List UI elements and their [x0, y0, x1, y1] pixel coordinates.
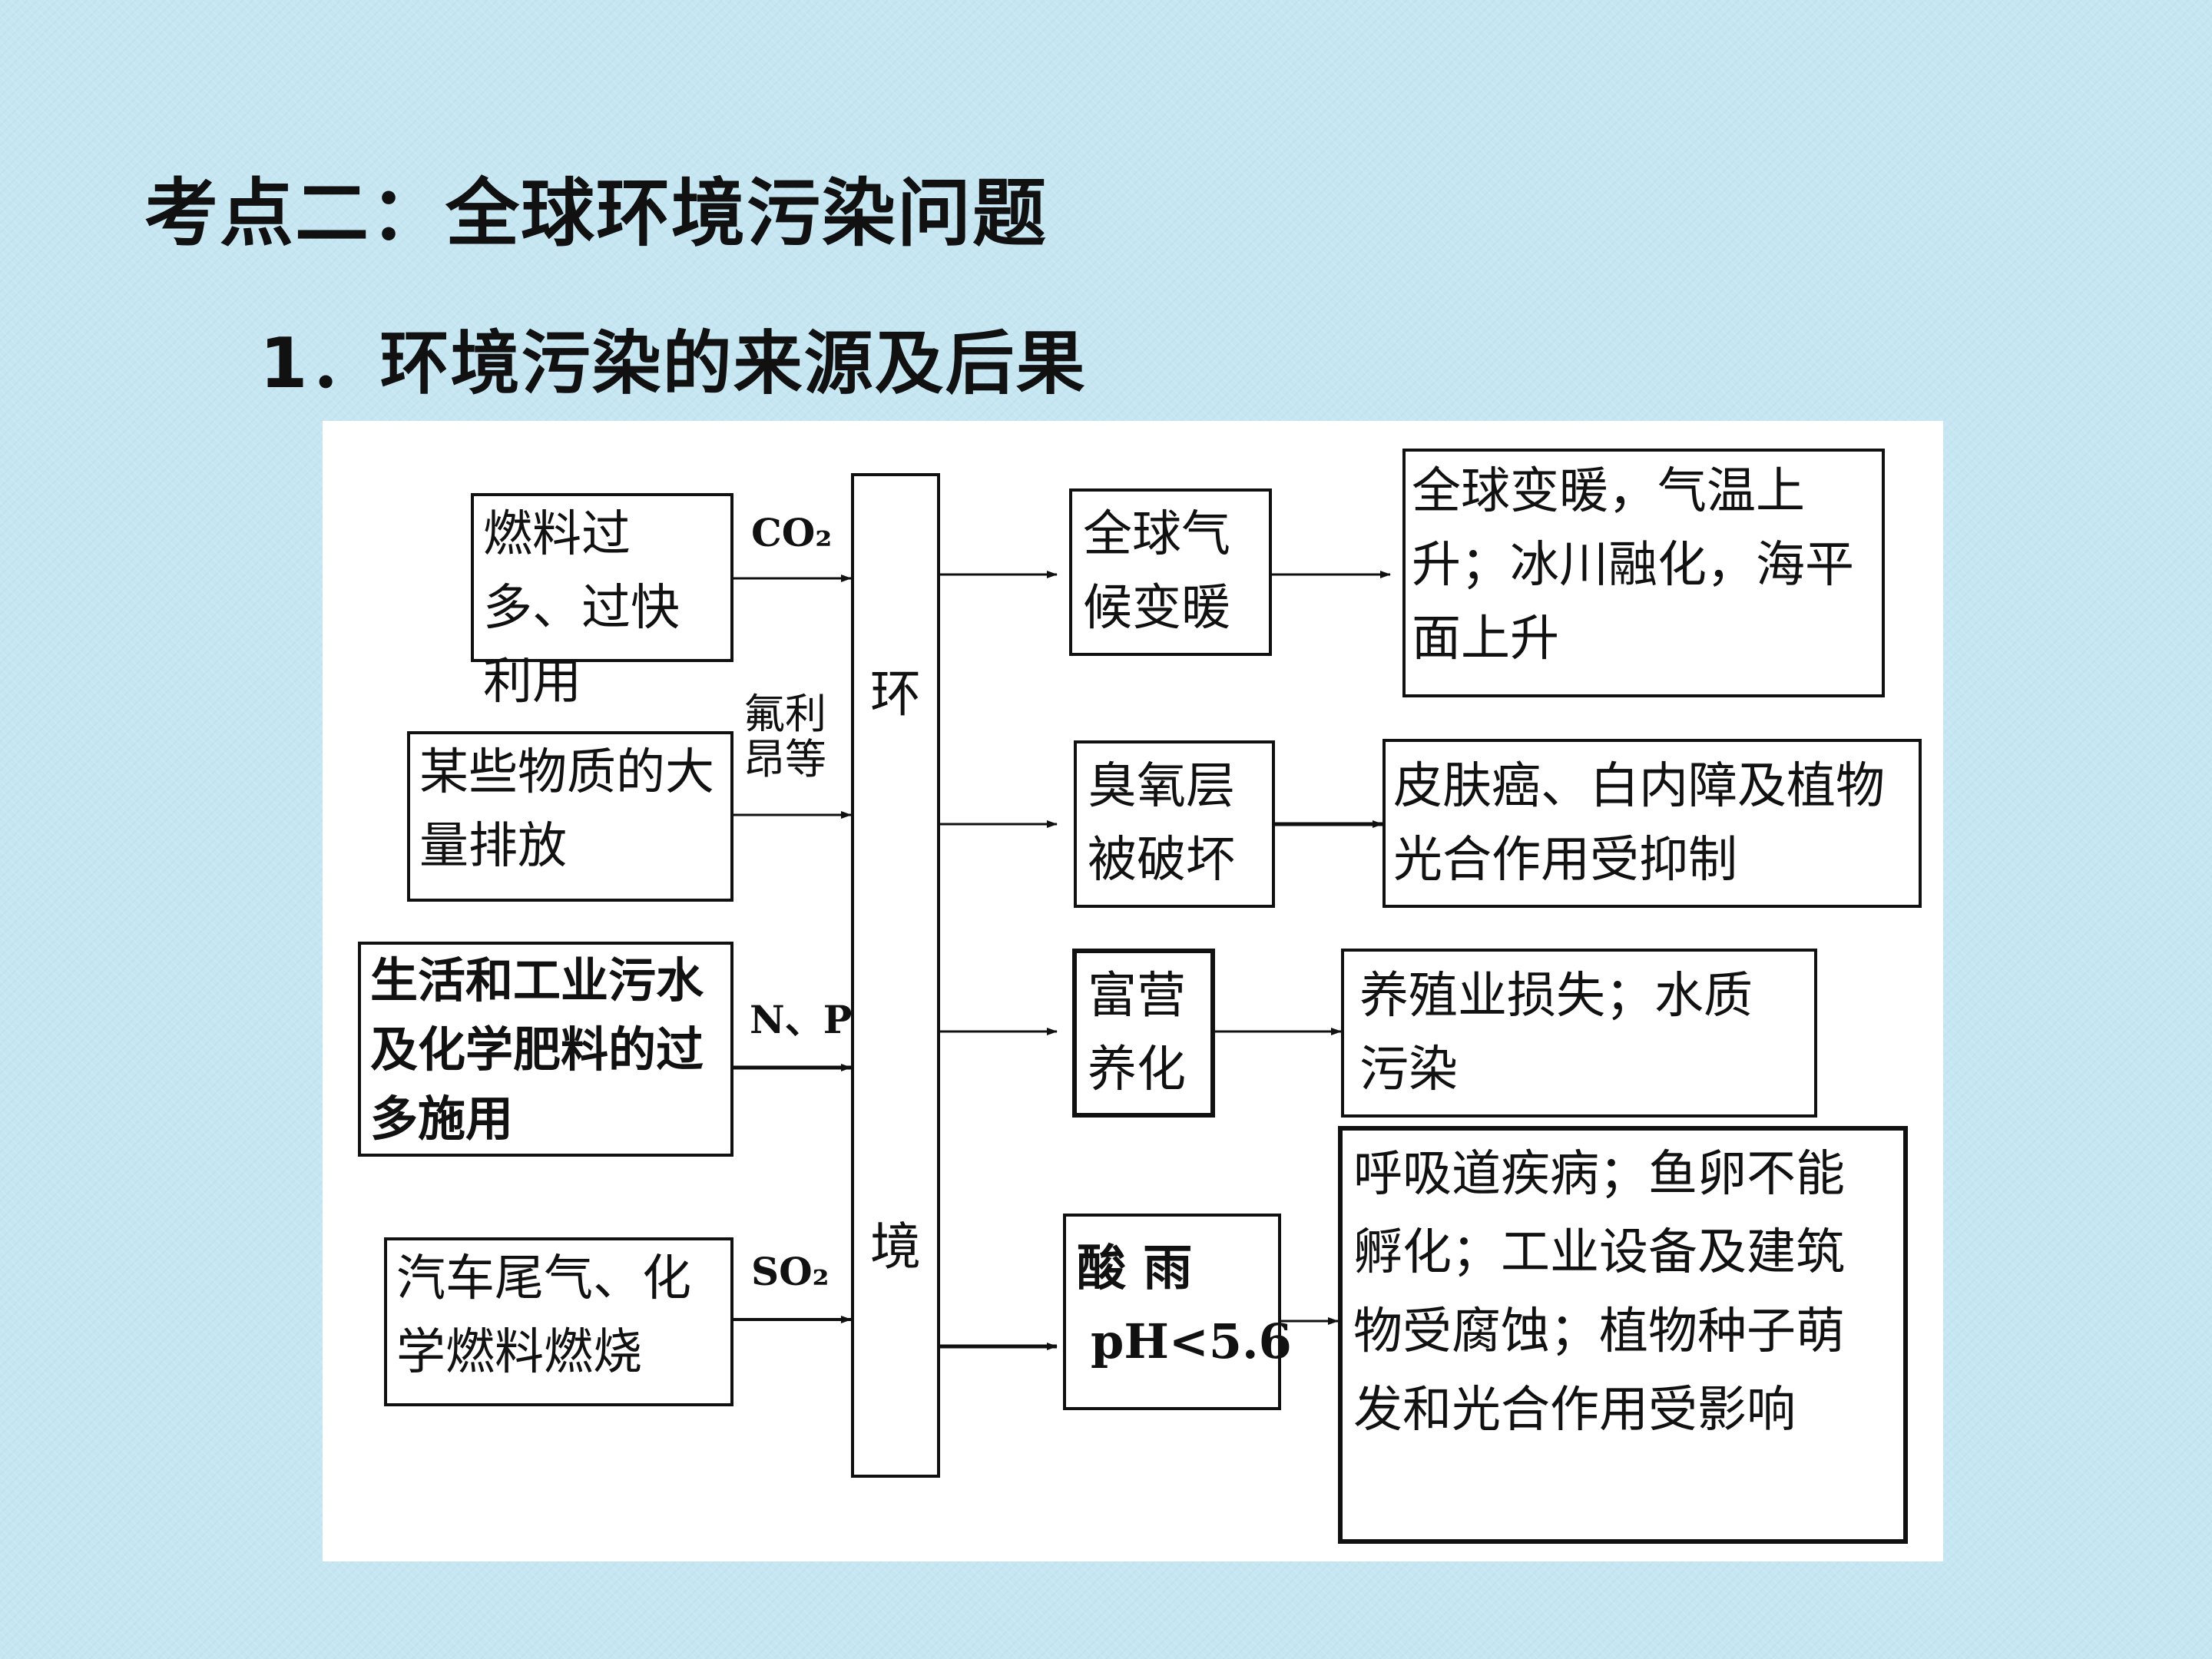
environment-label-top: 环 [870, 664, 921, 724]
acid-rain-label: 酸 雨 [1077, 1240, 1193, 1297]
environment-label-bottom: 境 [870, 1217, 921, 1277]
source-box-2: 某些物质的大量排放 [407, 731, 733, 902]
pollutant-label-co2: CO₂ [751, 510, 833, 555]
diagram-panel: 燃料过多、过快利用 某些物质的大量排放 生活和工业污水及化学肥料的过多施用 汽车… [323, 421, 1943, 1561]
environment-box: 环 境 [851, 473, 940, 1478]
source-box-1: 燃料过多、过快利用 [471, 493, 733, 710]
consequence-box-1: 全球变暖，气温上升；冰川融化，海平面上升 [1402, 449, 1885, 697]
problem-box-acid-rain: 酸 雨 pH<5.6 [1063, 1214, 1292, 1410]
slide-subtitle: 1．环境污染的来源及后果 [260, 323, 1087, 404]
diagram-connectors [733, 571, 1391, 1350]
consequence-box-3: 养殖业损失；水质污染 [1341, 949, 1817, 1118]
acid-rain-ph: pH<5.6 [1091, 1313, 1292, 1369]
consequence-box-4: 呼吸道疾病；鱼卵不能孵化；工业设备及建筑物受腐蚀；植物种子萌发和光合作用受影响 [1338, 1126, 1908, 1544]
slide-title: 考点二：全球环境污染问题 [144, 171, 1048, 257]
pollutant-label-so2: SO₂ [751, 1249, 830, 1294]
source-box-3: 生活和工业污水及化学肥料的过多施用 [358, 942, 733, 1157]
pollutant-label-freon: 氟利昂等 [743, 690, 826, 784]
problem-box-ozone: 臭氧层被破坏 [1074, 740, 1275, 908]
source-box-4: 汽车尾气、化学燃料燃烧 [384, 1237, 733, 1406]
problem-box-global-warming: 全球气候变暖 [1069, 488, 1272, 656]
consequence-box-2: 皮肤癌、白内障及植物光合作用受抑制 [1382, 739, 1922, 908]
pollutant-label-np: N、P [750, 997, 853, 1042]
problem-box-eutrophication: 富营养化 [1072, 949, 1215, 1118]
